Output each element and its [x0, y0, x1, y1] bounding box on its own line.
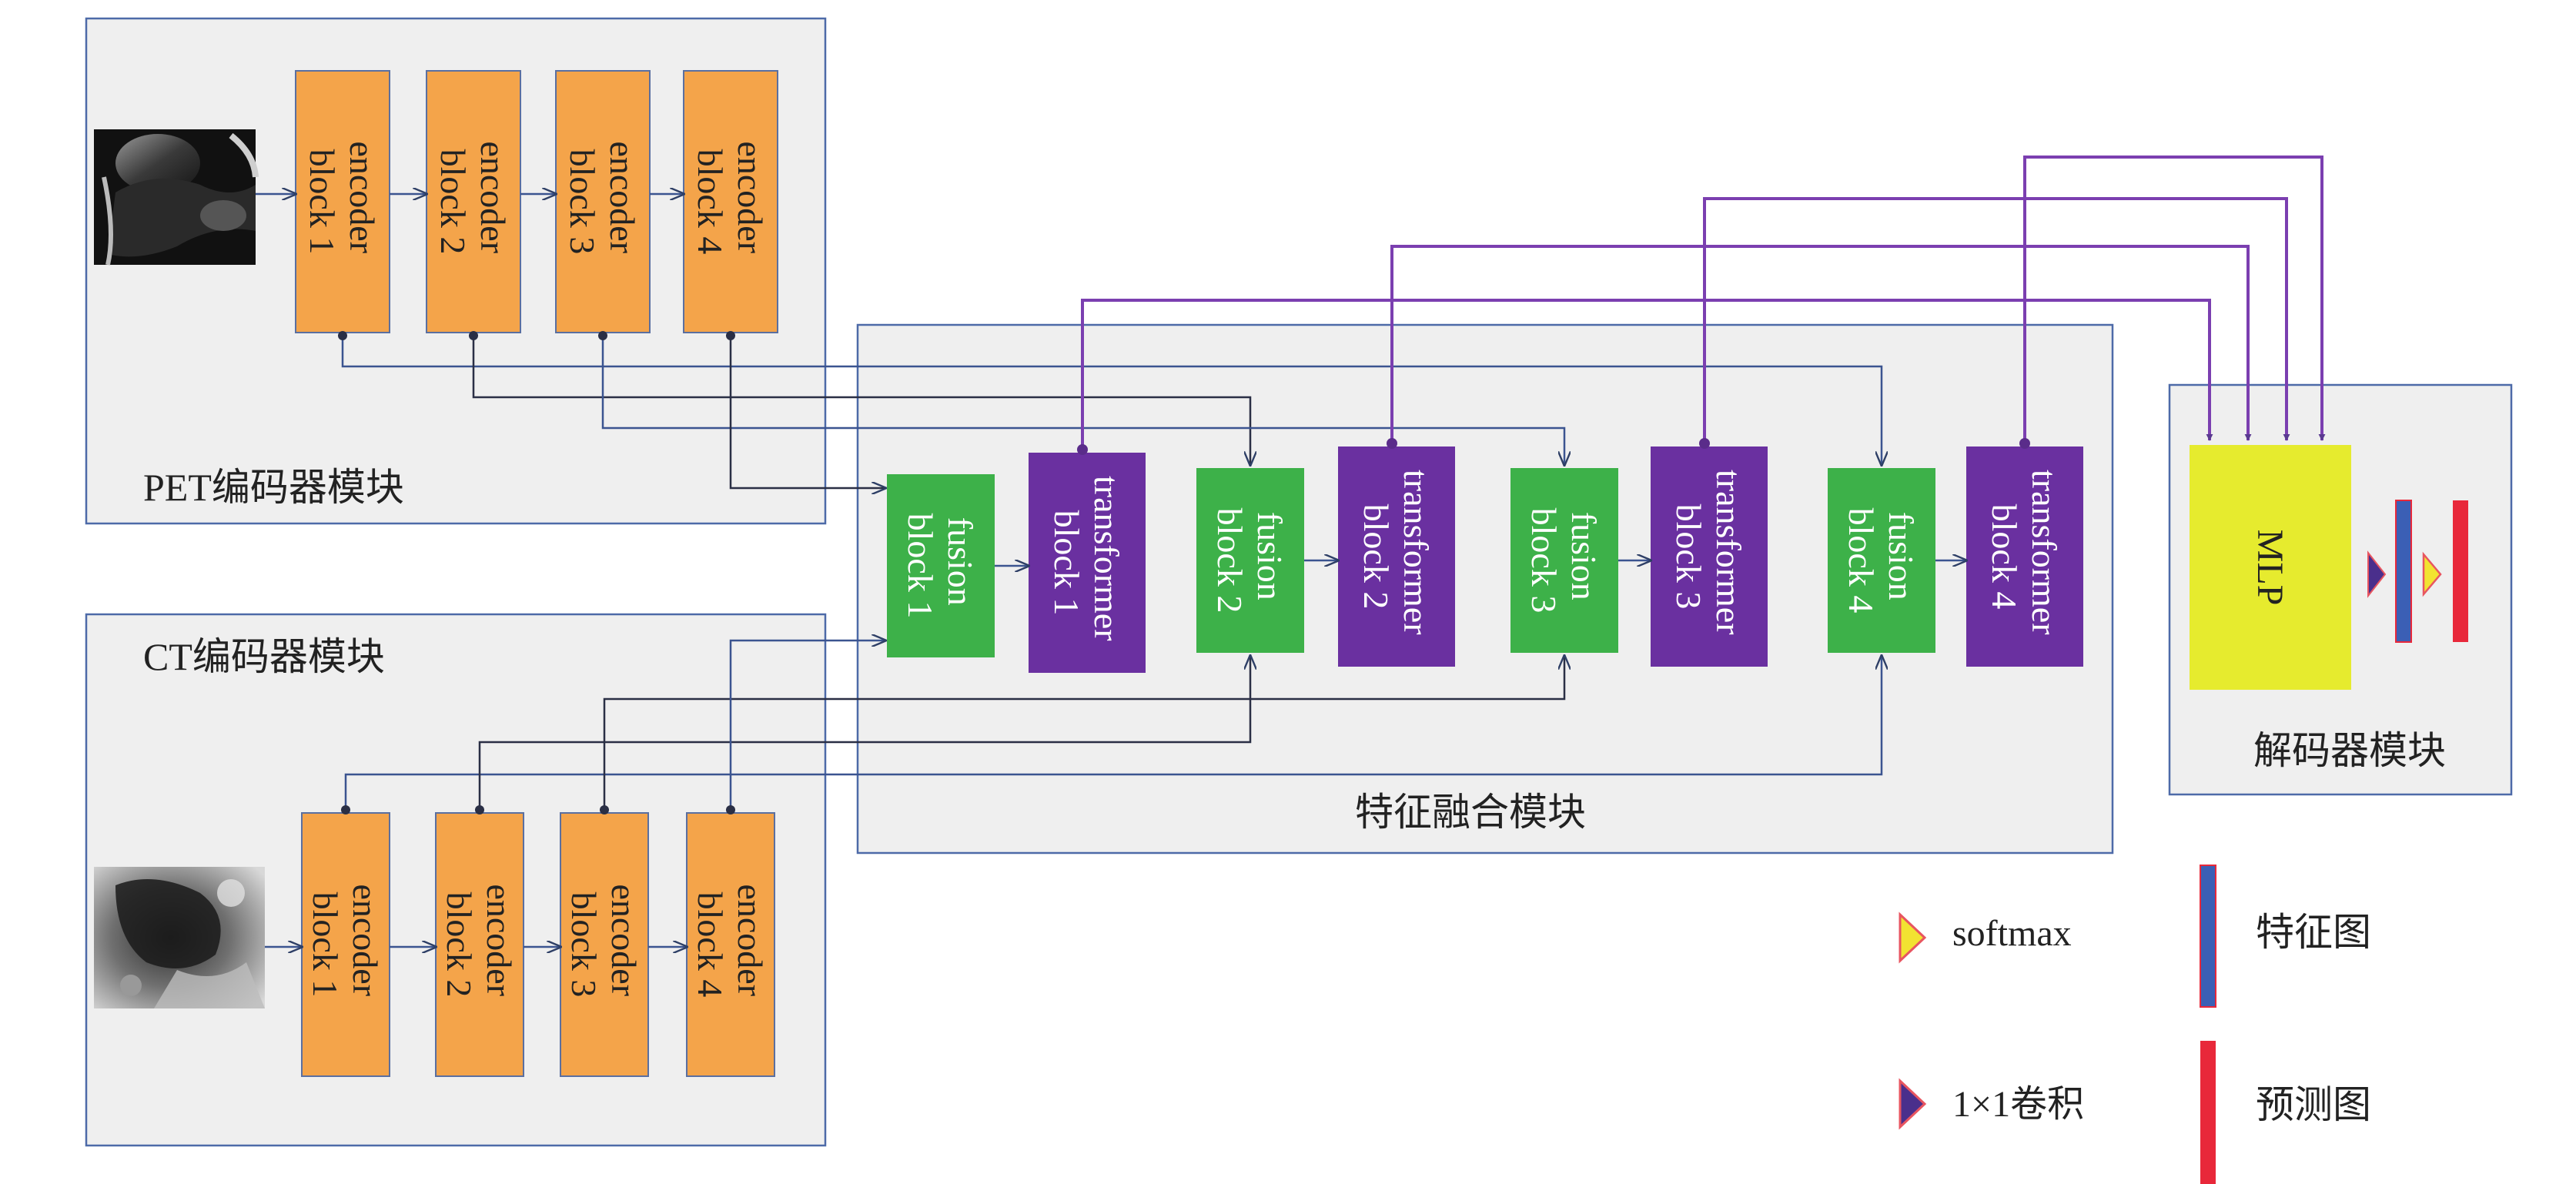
pet-encoder-block-2: encoder block 2 [426, 70, 521, 333]
pet-e2-tap [469, 331, 478, 340]
svg-text:MLP: MLP [2250, 530, 2290, 606]
t1-tap [1077, 444, 1088, 455]
svg-text:encoder block 1: encoder block 1 [306, 884, 385, 1005]
legend-conv: 1×1卷积 [1899, 1078, 2084, 1130]
decoder-output [2367, 500, 2468, 643]
mlp-block: MLP [2190, 445, 2351, 690]
svg-text:transformer block 4: transformer block 4 [1985, 470, 2064, 644]
fusion-module-label: 特征融合模块 [1355, 791, 1586, 834]
svg-text:encoder block 2: encoder block 2 [440, 884, 519, 1005]
pet-e4-to-fusion1 [729, 336, 885, 488]
transformer-block-3: transformer block 3 [1651, 447, 1768, 667]
svg-text:fusion block 1: fusion block 1 [901, 513, 980, 619]
ct-e4-tap [726, 805, 735, 814]
pet-e3-tap [598, 331, 607, 340]
ct-skip-connectors [341, 640, 1882, 814]
pet-e4-tap [726, 331, 735, 340]
prediction-map-bar [2453, 500, 2468, 642]
t2-tap [1387, 438, 1397, 449]
svg-text:fusion block 2: fusion block 2 [1210, 508, 1290, 614]
triangle-purple-icon [1899, 1078, 1927, 1130]
legend-softmax-label: softmax [1952, 913, 2072, 954]
ct-e2-tap [475, 805, 484, 814]
t4-to-mlp [2023, 156, 2326, 443]
feature-map-bar [2395, 500, 2412, 643]
ct-encoder-block-2: encoder block 2 [435, 812, 524, 1077]
t3-tap [1699, 438, 1710, 449]
legend-softmax: softmax [1899, 911, 2072, 964]
encoder-chain-arrows [256, 194, 687, 947]
svg-text:transformer block 2: transformer block 2 [1357, 470, 1436, 644]
pet-e1-tap [338, 331, 347, 340]
fusion-chain-arrows [995, 560, 1966, 566]
legend-conv-label: 1×1卷积 [1952, 1084, 2084, 1125]
prediction-map-swatch [2200, 1041, 2216, 1184]
t2-to-mlp [1390, 245, 2252, 443]
legend-feature-map-label: 特征图 [2256, 911, 2371, 954]
pet-e2-to-fusion2 [472, 336, 1250, 465]
ct-scan-thumbnail [94, 867, 265, 1008]
svg-text:fusion block 4: fusion block 4 [1842, 508, 1921, 614]
svg-text:fusion block 3: fusion block 3 [1524, 508, 1604, 614]
ct-encoder-block-1: encoder block 1 [301, 812, 390, 1077]
svg-text:encoder block 2: encoder block 2 [433, 141, 513, 262]
svg-text:transformer block 3: transformer block 3 [1669, 470, 1748, 644]
svg-text:encoder block 3: encoder block 3 [563, 141, 642, 262]
svg-text:encoder block 3: encoder block 3 [564, 884, 644, 1005]
transformer-block-1: transformer block 1 [1029, 453, 1146, 673]
pet-e1-to-fusion4 [341, 336, 1882, 465]
legend-feature-map: 特征图 [2200, 865, 2371, 1008]
triangle-yellow-icon [2422, 551, 2442, 597]
ct-e3-to-fusion3 [603, 656, 1564, 810]
pet-encoder-block-1: encoder block 1 [295, 70, 390, 333]
svg-text:encoder block 4: encoder block 4 [691, 884, 770, 1005]
triangle-yellow-icon [1899, 911, 1927, 964]
fusion-block-1: fusion block 1 [887, 474, 995, 657]
svg-text:transformer block 1: transformer block 1 [1047, 476, 1126, 650]
ct-encoder-block-4: encoder block 4 [686, 812, 775, 1077]
transformer-block-4: transformer block 4 [1966, 447, 2083, 667]
ct-encoder-block-3: encoder block 3 [560, 812, 649, 1077]
decoder-module-label: 解码器模块 [2253, 729, 2446, 772]
svg-text:encoder block 1: encoder block 1 [303, 141, 382, 262]
t3-to-mlp [1703, 197, 2290, 443]
legend: softmax 1×1卷积 特征图 预测图 [1899, 865, 2371, 1184]
fusion-block-3: fusion block 3 [1510, 468, 1618, 653]
pet-scan-thumbnail [94, 129, 259, 266]
transformer-to-mlp-connectors [1077, 156, 2326, 455]
transformer-block-2: transformer block 2 [1338, 447, 1455, 667]
legend-prediction-map: 预测图 [2200, 1041, 2371, 1184]
ct-module-label: CT编码器模块 [143, 635, 385, 678]
t1-to-mlp [1081, 299, 2213, 450]
ct-e1-tap [341, 805, 350, 814]
triangle-purple-icon [2367, 550, 2387, 598]
feature-map-swatch [2200, 865, 2216, 1008]
pet-module-label: PET编码器模块 [143, 466, 404, 509]
fusion-block-2: fusion block 2 [1196, 468, 1304, 653]
pet-encoder-block-4: encoder block 4 [683, 70, 778, 333]
fusion-block-4: fusion block 4 [1828, 468, 1935, 653]
ct-e4-to-fusion1 [729, 640, 885, 810]
t4-tap [2019, 438, 2030, 449]
ct-e1-to-fusion4 [344, 656, 1882, 810]
pet-encoder-block-3: encoder block 3 [555, 70, 651, 333]
svg-text:encoder block 4: encoder block 4 [691, 141, 770, 262]
legend-prediction-map-label: 预测图 [2256, 1083, 2371, 1126]
ct-e3-tap [600, 805, 609, 814]
